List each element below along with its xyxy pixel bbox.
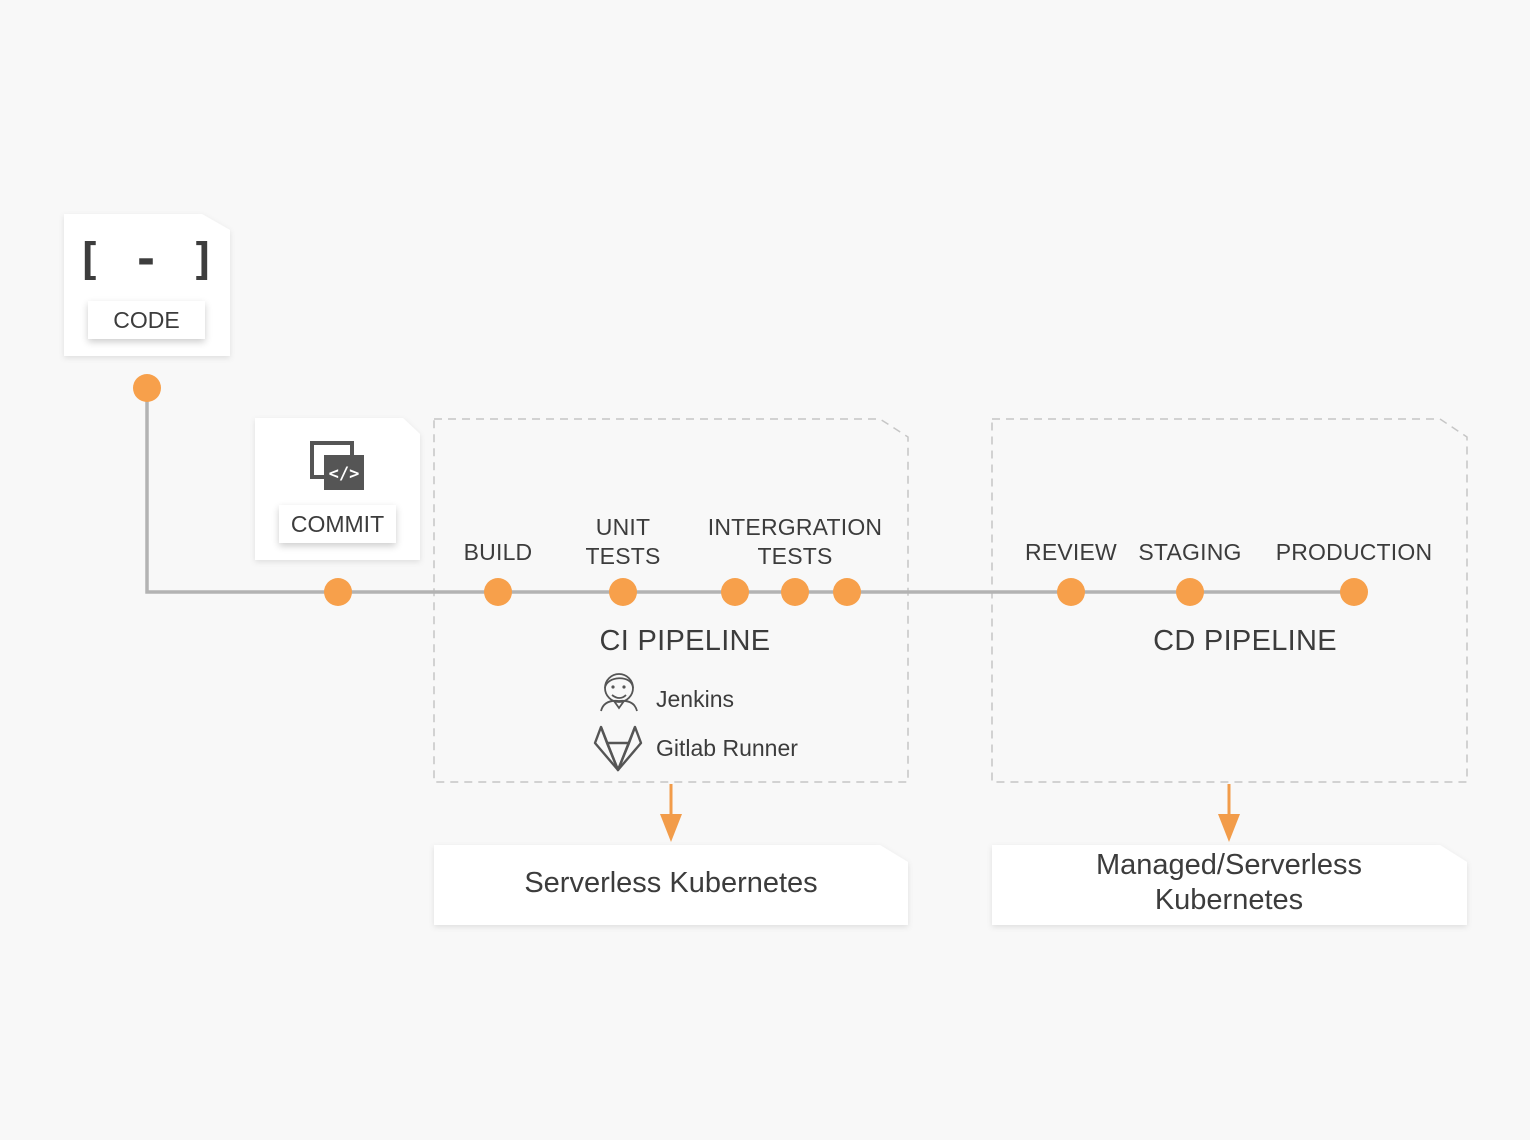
tool-jenkins-label: Jenkins [656, 686, 734, 712]
commit-label: COMMIT [279, 505, 396, 543]
stage-label-review: REVIEW [1025, 539, 1117, 565]
jenkins-icon [600, 673, 638, 712]
svg-text:</>: </> [329, 464, 360, 484]
code-window-icon: </> [310, 441, 364, 490]
ci-target-label: Serverless Kubernetes [524, 867, 818, 899]
cd-arrow [1218, 784, 1240, 842]
node-code [133, 374, 161, 402]
node-build [484, 578, 512, 606]
code-glyph: [ - ] [75, 234, 219, 285]
cd-pipeline-box [991, 418, 1468, 783]
node-unit-tests [609, 578, 637, 606]
stage-label-integration-tests: INTERGRATION TESTS [707, 514, 883, 569]
node-integration-tests-1 [721, 578, 749, 606]
ci-pipeline-title: CI PIPELINE [599, 625, 771, 657]
ci-arrow [660, 784, 682, 842]
cd-target-label: Managed/Serverless Kubernetes [1096, 849, 1362, 916]
gitlab-icon [593, 725, 643, 772]
node-integration-tests-2 [781, 578, 809, 606]
cd-pipeline-title: CD PIPELINE [1153, 625, 1337, 657]
node-staging [1176, 578, 1204, 606]
ci-target-box [434, 845, 908, 925]
node-commit [324, 578, 352, 606]
tool-gitlab-runner-label: Gitlab Runner [656, 735, 798, 761]
node-integration-tests-3 [833, 578, 861, 606]
node-review [1057, 578, 1085, 606]
ci-pipeline-box [433, 418, 909, 783]
stage-label-unit-tests: UNIT TESTS [585, 514, 661, 569]
stage-label-production: PRODUCTION [1275, 539, 1433, 565]
cd-target-box [992, 845, 1467, 925]
node-production [1340, 578, 1368, 606]
timeline-line [145, 388, 1355, 594]
stage-label-staging: STAGING [1138, 539, 1242, 565]
code-label: CODE [88, 301, 205, 339]
stage-label-build: BUILD [463, 539, 533, 565]
